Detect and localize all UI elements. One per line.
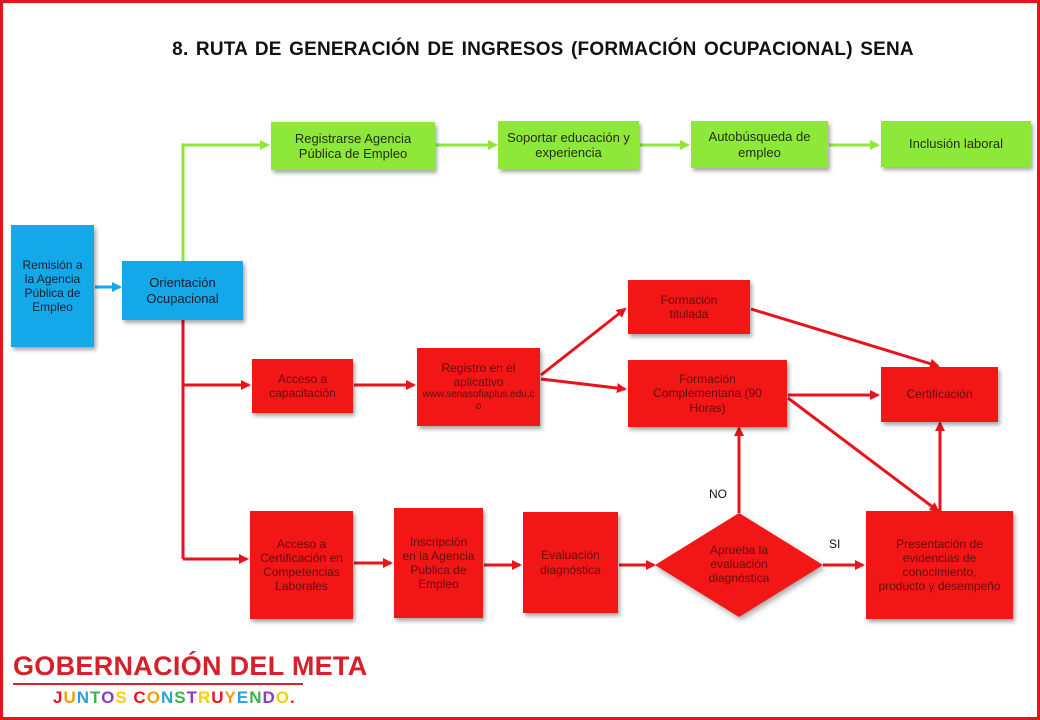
- registro-label: Registro en el aplicativo: [441, 361, 516, 390]
- gobernacion-logo: GOBERNACIÓN DEL META JUNTOS CONSTRUYENDO…: [13, 651, 368, 708]
- logo-sub-letter: O: [101, 688, 116, 707]
- diagram-title: 8. RUTA DE GENERACIÓN DE INGRESOS (FORMA…: [172, 39, 914, 60]
- node-registrarse: Registrarse Agencia Pública de Empleo: [271, 122, 435, 170]
- label-no: NO: [709, 487, 727, 501]
- edge-registro-titulada: [540, 307, 627, 377]
- edge-complementaria-presentacion: [787, 396, 940, 513]
- node-registro-aplicativo: Registro en el aplicativo www.senasofiap…: [417, 348, 540, 426]
- node-evaluacion: Evaluación diagnóstica: [523, 512, 618, 613]
- node-inscripcion: Inscripción en la Agencia Publica de Emp…: [394, 508, 483, 618]
- logo-sub-letter: N: [249, 688, 263, 707]
- connector-lines: [95, 140, 945, 617]
- logo-sub-letter: J: [53, 688, 64, 707]
- edge-registro-complementaria: [540, 377, 627, 394]
- logo-sub-text: JUNTOS CONSTRUYENDO.: [53, 688, 368, 708]
- node-inclusion: Inclusión laboral: [881, 121, 1031, 167]
- registro-url: www.senasofiaplus.edu.co: [422, 389, 535, 413]
- node-acceso-certificacion: Acceso a Certificación en Competencias L…: [250, 511, 353, 619]
- logo-sub-letter: E: [236, 688, 250, 707]
- node-formacion-complementaria: Formación Complementaria (90 Horas): [628, 360, 787, 427]
- edge-titulada-certificacion: [750, 307, 940, 369]
- logo-sub-letter: .: [290, 688, 296, 707]
- logo-sub-letter: C: [133, 688, 147, 707]
- logo-sub-letter: U: [211, 688, 225, 707]
- logo-main-text: GOBERNACIÓN DEL META: [13, 651, 368, 681]
- node-presentacion: Presentación de evidencias de conocimien…: [866, 511, 1013, 619]
- logo-divider: [13, 683, 303, 685]
- edge-orientacion-registrarse: [181, 140, 270, 261]
- logo-sub-letter: S: [174, 688, 187, 707]
- logo-sub-letter: O: [146, 688, 161, 707]
- node-autobusqueda: Autobúsqueda de empleo: [691, 121, 828, 168]
- node-orientacion: Orientación Ocupacional: [122, 261, 243, 320]
- logo-sub-letter: S: [115, 688, 128, 707]
- logo-sub-letter: N: [160, 688, 175, 707]
- logo-sub-letter: T: [186, 688, 198, 707]
- node-certificacion: Certificación: [881, 367, 998, 422]
- logo-sub-letter: D: [262, 688, 276, 707]
- node-acceso-capacitacion: Acceso a capacitación: [252, 359, 353, 413]
- node-soportar: Soportar educación y experiencia: [498, 121, 639, 169]
- node-formacion-titulada: Formación titulada: [628, 280, 750, 334]
- node-aprueba: Aprueba la evaluación diagnóstica: [708, 543, 770, 585]
- logo-sub-letter: O: [275, 688, 290, 707]
- logo-sub-letter: T: [90, 688, 102, 707]
- label-si: SI: [829, 537, 841, 551]
- logo-sub-letter: R: [197, 688, 212, 707]
- node-remision: Remisión a la Agencia Pública de Empleo: [11, 225, 94, 347]
- aprueba-diamond: [655, 513, 823, 617]
- logo-sub-letter: Y: [224, 688, 237, 707]
- logo-sub-letter: U: [63, 688, 77, 707]
- logo-sub-letter: N: [76, 688, 91, 707]
